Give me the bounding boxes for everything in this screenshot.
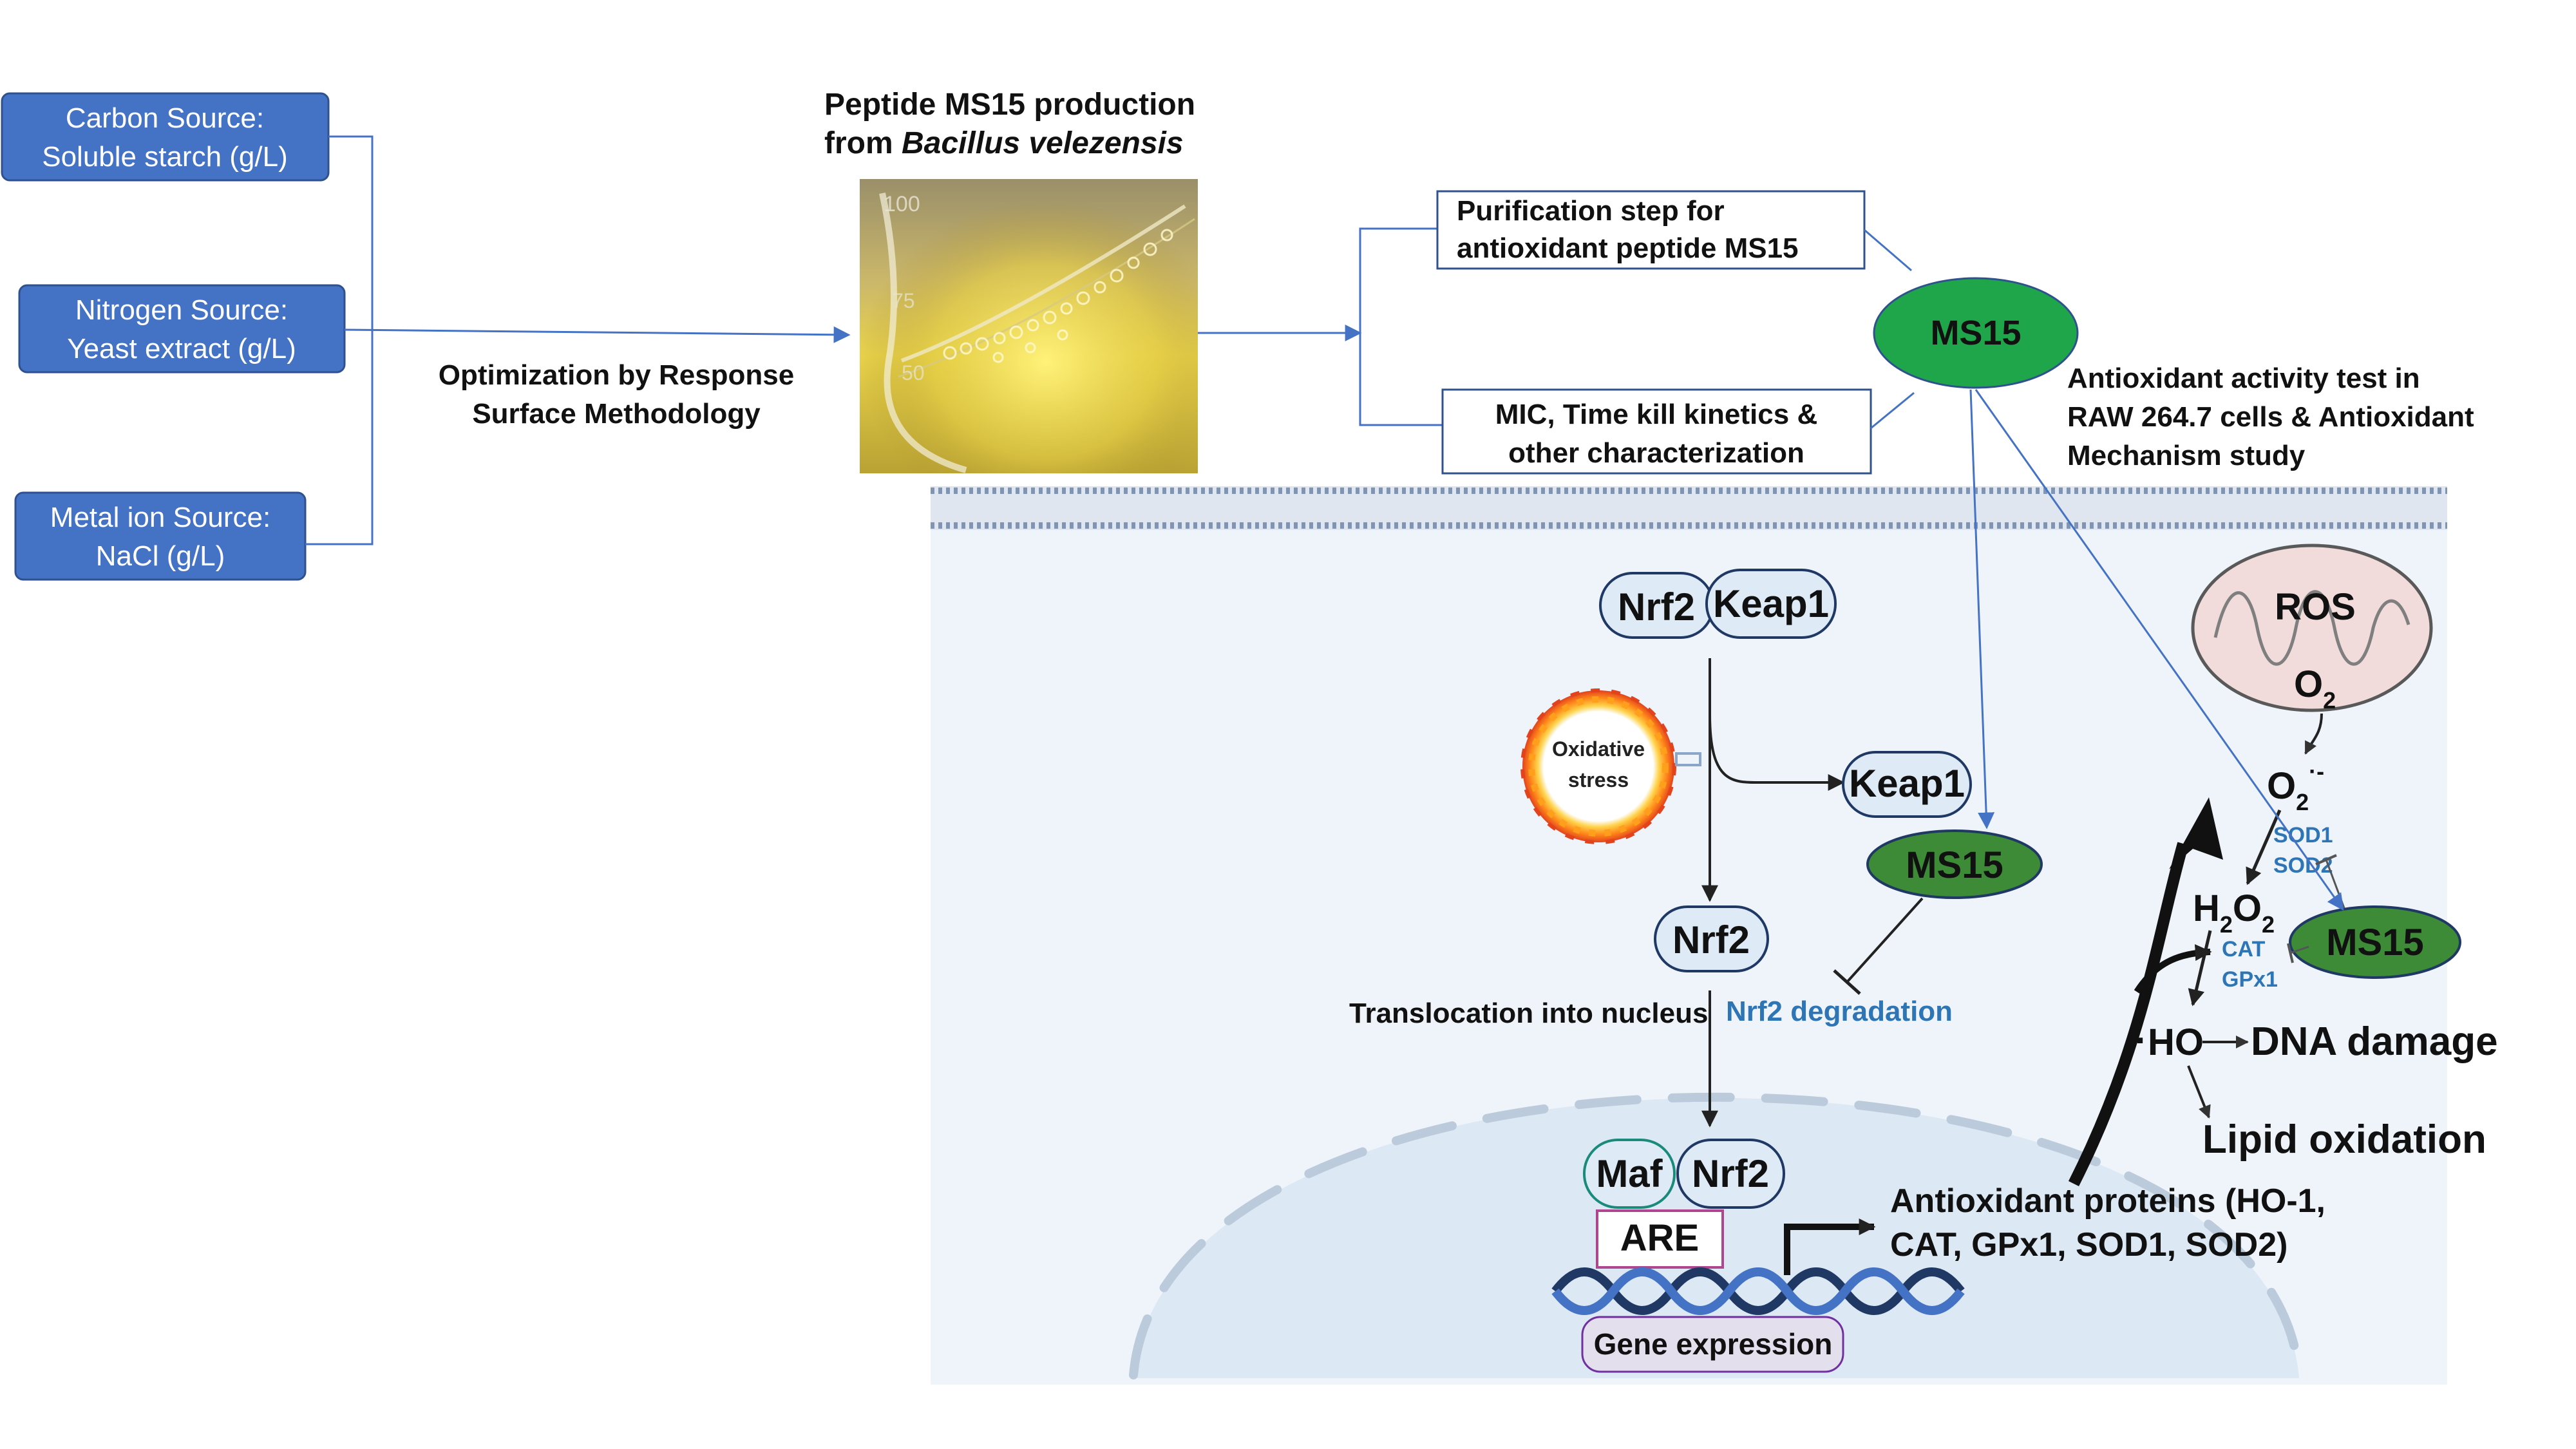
o2-label: O2 <box>2294 663 2336 714</box>
flask-mark-75: 75 <box>892 289 915 312</box>
lipid-oxidation-label: Lipid oxidation <box>2202 1117 2486 1162</box>
metal-ion-source-box: Metal ion Source: NaCl (g/L) <box>14 491 307 581</box>
complex-nrf2-label: Nrf2 <box>1618 585 1695 629</box>
purification-line1: Purification step for <box>1457 195 1725 227</box>
nitrogen-source-line2: Yeast extract (g/L) <box>67 333 296 365</box>
branch-bracket <box>1359 227 1443 426</box>
oxidative-stress-fire: Oxidative stress <box>1520 688 1676 844</box>
carbon-source-line1: Carbon Source: <box>66 102 264 134</box>
maf-label: Maf <box>1596 1152 1663 1195</box>
cell-membrane <box>931 486 2447 530</box>
inhibit-cat-bar <box>2287 943 2294 963</box>
flask-photo: 100 75 50 <box>860 179 1198 473</box>
big-feedback-arrowhead <box>2169 797 2223 869</box>
nrf2-degradation-label: Nrf2 degradation <box>1726 996 1953 1027</box>
antioxidant-test-line3: Mechanism study <box>2067 440 2306 471</box>
cat-label: CAT <box>2222 937 2266 961</box>
antioxidant-proteins-line1: Antioxidant proteins (HO-1, <box>1890 1182 2325 1220</box>
hydroxyl-dot: · <box>2135 1019 2147 1061</box>
arrow-superoxide-to-h2o2 <box>2246 809 2282 886</box>
inhibit-degradation <box>1846 897 1924 983</box>
inhibit-cat <box>2289 945 2309 954</box>
big-feedback-arrow <box>2068 842 2189 1187</box>
metal-source-line2: NaCl (g/L) <box>96 540 225 572</box>
purification-line2: antioxidant peptide MS15 <box>1457 232 1799 264</box>
dna-damage-label: DNA damage <box>2251 1019 2498 1064</box>
nitrogen-source-box: Nitrogen Source: Yeast extract (g/L) <box>18 284 346 374</box>
translocation-label: Translocation into nucleus <box>1349 998 1708 1029</box>
are-label: ARE <box>1620 1217 1699 1259</box>
arrow-to-cat <box>2134 944 2212 994</box>
free-keap1: Keap1 <box>1842 751 1972 818</box>
arrow-to-lipid-oxidation <box>2187 1065 2211 1119</box>
carbon-source-box: Carbon Source: Soluble starch (g/L) <box>1 92 330 182</box>
optimization-line2: Surface Methodology <box>472 398 761 430</box>
arrow-to-production <box>344 326 851 343</box>
flask-bubbles <box>943 229 1173 363</box>
transcription-arrow <box>1784 1218 1876 1275</box>
antioxidant-test-line2: RAW 264.7 cells & Antioxidant <box>2067 401 2474 433</box>
free-nrf2: Nrf2 <box>1654 905 1769 972</box>
purification-box: Purification step for antioxidant peptid… <box>1436 190 1866 270</box>
mitochondrion: ROS O2 <box>2191 544 2433 714</box>
hydroxyl-label: HO <box>2148 1021 2204 1063</box>
ms15-top-label: MS15 <box>1930 314 2021 352</box>
sod1-label: SOD1 <box>2273 823 2333 848</box>
flask-mark-50: 50 <box>902 361 925 384</box>
complex-keap1-label: Keap1 <box>1713 582 1829 625</box>
nuclear-envelope <box>1129 1092 2304 1379</box>
nitrogen-source-line1: Nitrogen Source: <box>75 294 288 326</box>
ms15-pathway-ellipse: MS15 <box>1866 829 2043 899</box>
optimization-line1: Optimization by Response <box>439 359 795 391</box>
sod2-label: SOD2 <box>2273 853 2333 878</box>
gene-expression-box: Gene expression <box>1581 1316 1844 1373</box>
nrf2-keap1-complex: Nrf2 Keap1 <box>1599 569 1837 639</box>
connector-mic-ms15 <box>1870 392 1915 430</box>
maf-nrf2-complex: Maf Nrf2 <box>1583 1139 1785 1209</box>
are-element: ARE <box>1596 1209 1724 1269</box>
dna-helix <box>1551 1267 1965 1315</box>
carbon-source-line2: Soluble starch (g/L) <box>42 141 288 173</box>
ms15-pathway-label: MS15 <box>1906 844 2003 886</box>
mic-characterization-box: MIC, Time kill kinetics & other characte… <box>1441 388 1872 475</box>
mic-line2: other characterization <box>1508 437 1804 469</box>
production-title-line2: from Bacillus velezensis <box>824 126 1184 160</box>
sources-bracket <box>305 135 374 545</box>
ms15-ros-ellipse: MS15 <box>2289 905 2461 979</box>
arrow-to-free-keap1 <box>1709 714 1845 791</box>
oxidative-stress-line1: Oxidative <box>1552 737 1645 761</box>
superoxide-label: O2·- <box>2267 758 2324 815</box>
antioxidant-test-line1: Antioxidant activity test in <box>2067 363 2420 394</box>
stress-connector <box>1675 752 1701 766</box>
oxidative-stress-line2: stress <box>1568 768 1629 791</box>
free-keap1-label: Keap1 <box>1849 762 1965 805</box>
mic-line1: MIC, Time kill kinetics & <box>1495 399 1817 430</box>
production-title-line1: Peptide MS15 production <box>824 88 1195 122</box>
connector-ms15-to-pathway <box>1969 389 1995 829</box>
ms15-ros-label: MS15 <box>2326 922 2424 963</box>
gpx1-label: GPx1 <box>2222 967 2278 992</box>
flask-mark-100: 100 <box>884 192 920 216</box>
gene-expression-label: Gene expression <box>1594 1327 1833 1361</box>
arrow-o2-to-superoxide <box>2304 713 2323 755</box>
nucleus-nrf2-label: Nrf2 <box>1692 1152 1769 1195</box>
metal-source-line1: Metal ion Source: <box>50 502 270 533</box>
arrow-h2o2-to-hydroxyl <box>2188 930 2212 1007</box>
h2o2-label: H2O2 <box>2193 887 2275 938</box>
inhibit-degradation-bar <box>1833 969 1861 995</box>
connector-purification-ms15 <box>1864 229 1912 272</box>
ms15-top-ellipse: MS15 <box>1873 277 2079 389</box>
inhibit-sod-bar <box>2315 854 2337 866</box>
ros-label: ROS <box>2275 586 2356 628</box>
connector-ms15-to-ros <box>1975 389 2344 911</box>
free-nrf2-label: Nrf2 <box>1672 918 1750 961</box>
antioxidant-proteins-line2: CAT, GPx1, SOD1, SOD2) <box>1890 1226 2287 1264</box>
